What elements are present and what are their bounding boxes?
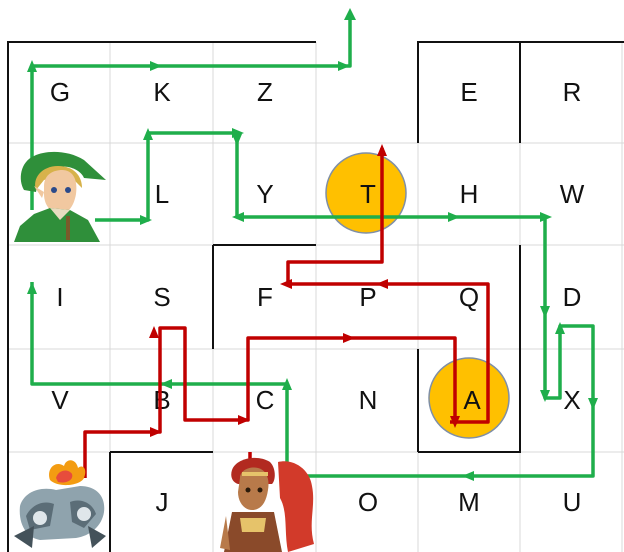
green-arrowhead <box>555 322 565 334</box>
green-arrowhead <box>448 212 460 222</box>
cell-label: F <box>257 282 273 312</box>
cell-label: G <box>50 77 70 107</box>
cell-label: C <box>256 385 275 415</box>
link-character-icon <box>14 152 106 242</box>
cell-label: M <box>458 487 480 517</box>
cell-label: Q <box>459 282 479 312</box>
green-arrowhead <box>344 8 356 20</box>
cell-label: V <box>51 385 69 415</box>
cell-label: Y <box>256 179 273 209</box>
cell-label: X <box>563 385 580 415</box>
cell-label: B <box>153 385 170 415</box>
red-arrowhead <box>376 279 388 289</box>
cell-label: R <box>563 77 582 107</box>
green-arrowhead <box>462 471 474 481</box>
cell-label: K <box>153 77 171 107</box>
cell-label: I <box>56 282 63 312</box>
cell-label: E <box>460 77 477 107</box>
green-arrowhead <box>27 282 37 294</box>
warrior-woman-character-icon <box>220 458 314 552</box>
green-arrowhead <box>540 306 550 318</box>
cell-label: S <box>153 282 170 312</box>
cell-label: L <box>155 179 169 209</box>
green-arrowhead <box>150 61 162 71</box>
cell-label: H <box>460 179 479 209</box>
cell-label: T <box>360 179 376 209</box>
cell-label: W <box>560 179 585 209</box>
cell-label: J <box>156 487 169 517</box>
green-arrowhead <box>338 61 350 71</box>
red-arrowhead <box>280 279 292 289</box>
cell-label: P <box>359 282 376 312</box>
red-arrowhead <box>343 333 355 343</box>
cell-label: U <box>563 487 582 517</box>
cell-label: O <box>358 487 378 517</box>
green-path-link <box>32 133 593 476</box>
fire-rider-character-icon <box>14 460 106 548</box>
green-arrowhead <box>140 215 152 225</box>
green-arrowhead <box>232 134 242 146</box>
cell-label: N <box>359 385 378 415</box>
green-arrowhead <box>588 398 598 410</box>
green-arrowhead <box>540 390 550 402</box>
red-arrowhead <box>149 326 159 338</box>
cell-label: Z <box>257 77 273 107</box>
red-arrowhead <box>377 144 387 156</box>
cell-label: D <box>563 282 582 312</box>
cell-label: A <box>463 385 481 415</box>
